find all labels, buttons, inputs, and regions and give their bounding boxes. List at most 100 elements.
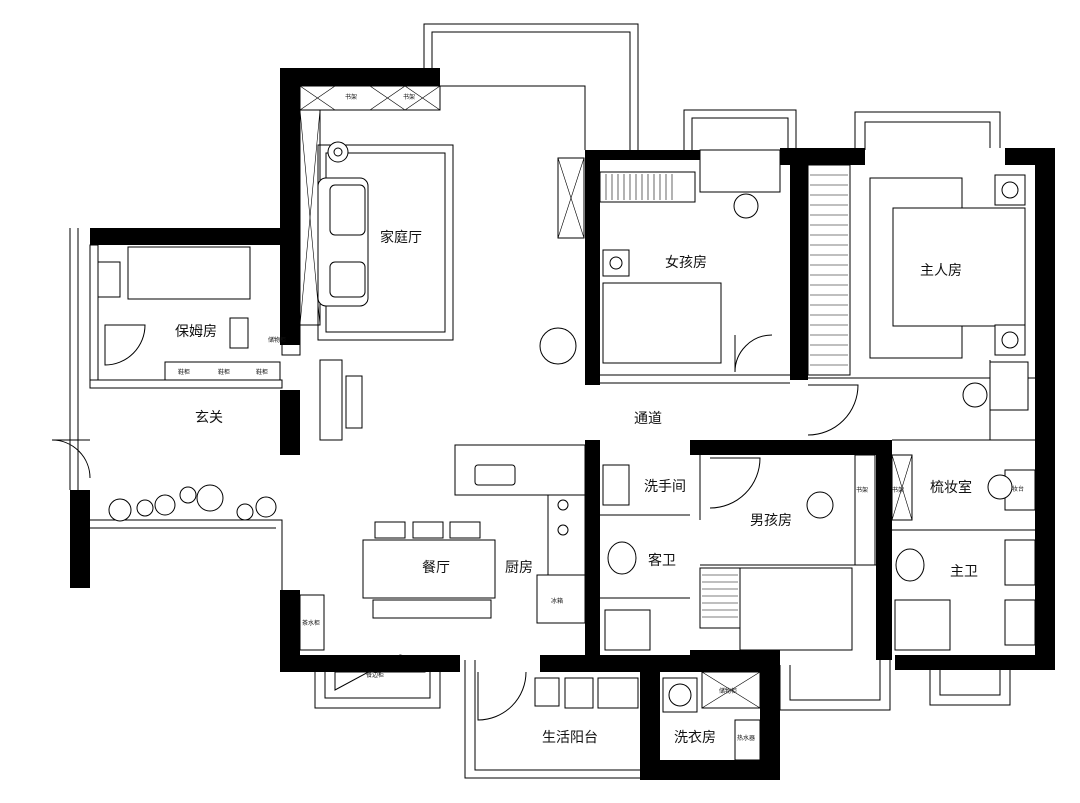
label-laundry: 洗衣房 bbox=[674, 730, 716, 746]
family-top-cabinet bbox=[299, 85, 441, 111]
wall-boys-east bbox=[876, 440, 892, 660]
cabinets: 书架 书架 鞋柜 bbox=[164, 85, 1036, 761]
fixture-label-laundry-cabinet: 储物柜 bbox=[719, 687, 737, 695]
master-shower bbox=[894, 599, 951, 651]
balcony-top-inner bbox=[431, 31, 631, 150]
label-girls-room: 女孩房 bbox=[665, 254, 707, 271]
label-master-bath: 主卫 bbox=[950, 564, 978, 580]
washroom-sink bbox=[602, 464, 630, 506]
label-corridor: 通道 bbox=[634, 411, 662, 427]
wall-family-west bbox=[280, 68, 300, 345]
wall-laundry-south bbox=[640, 760, 780, 780]
kitchen-top bbox=[455, 444, 586, 460]
label-dining: 餐厅 bbox=[422, 560, 450, 576]
label-kitchen: 厨房 bbox=[505, 560, 533, 576]
dining-chair bbox=[374, 521, 406, 539]
master-basin-2 bbox=[1004, 599, 1036, 646]
master-wardrobe-slats bbox=[810, 174, 848, 366]
balcony-door bbox=[477, 671, 527, 721]
vanity-stool bbox=[987, 474, 1013, 500]
doors bbox=[51, 324, 859, 721]
girls-bay-outer bbox=[683, 109, 797, 150]
master-toilet bbox=[895, 548, 925, 582]
wall-girls-north bbox=[585, 150, 700, 160]
label-guest-bath: 客卫 bbox=[648, 552, 676, 569]
wall-service-divider bbox=[640, 660, 660, 780]
fixture-label-fridge: 冰箱 bbox=[551, 597, 563, 605]
plant-icon bbox=[136, 499, 154, 517]
plant-icon bbox=[236, 503, 254, 521]
wall-boys-north bbox=[690, 440, 890, 455]
plant-icon bbox=[154, 494, 176, 516]
girls-desk-chair bbox=[733, 193, 759, 219]
boys-shelf-slats bbox=[702, 574, 738, 618]
nanny-door bbox=[104, 324, 146, 366]
service-balcony-outer bbox=[464, 660, 640, 779]
girls-bookshelf bbox=[599, 171, 696, 203]
fixture-label-storage: 储物柜 bbox=[268, 336, 286, 344]
label-service-balcony: 生活阳台 bbox=[542, 730, 598, 746]
master-wardrobe bbox=[807, 164, 851, 376]
master-door bbox=[807, 384, 859, 436]
entrance-console bbox=[319, 359, 343, 441]
fridge-box bbox=[536, 574, 586, 624]
outlines bbox=[69, 23, 1035, 779]
service-balcony-inner bbox=[474, 660, 640, 771]
laundry-cabinet bbox=[701, 671, 761, 709]
family-north-inner bbox=[440, 85, 586, 150]
label-nanny-room: 保姆房 bbox=[175, 324, 217, 340]
laundry-tub bbox=[564, 677, 594, 709]
label-entrance: 玄关 bbox=[195, 409, 223, 426]
tea-cabinet bbox=[299, 594, 325, 651]
stove-burner-icon bbox=[557, 499, 569, 511]
fixture-label-shoe-3: 鞋柜 bbox=[256, 368, 268, 376]
wall-nanny-north bbox=[90, 228, 282, 245]
boys-desk-chair bbox=[806, 491, 834, 519]
label-washroom: 洗手间 bbox=[644, 479, 686, 495]
plant-icon bbox=[179, 486, 197, 504]
nanny-side bbox=[97, 261, 121, 298]
entrance-bench bbox=[345, 375, 363, 429]
boys-bed bbox=[739, 567, 853, 651]
sofa-cushion-1 bbox=[329, 184, 366, 236]
girls-desk bbox=[699, 149, 781, 193]
master-desk-chair bbox=[962, 382, 988, 408]
plant-icon bbox=[108, 498, 132, 522]
stove-burner-icon bbox=[557, 524, 569, 536]
furniture: 冰箱 bbox=[97, 141, 1036, 713]
girls-bed bbox=[602, 282, 722, 364]
master-basin-1 bbox=[1004, 539, 1036, 586]
master-bath-bay-outer bbox=[929, 670, 1011, 706]
plant-icon bbox=[255, 496, 277, 518]
girls-outer-cabinet bbox=[557, 157, 585, 239]
fixture-label-shoe-2: 鞋柜 bbox=[218, 368, 230, 376]
guest-shower bbox=[604, 609, 651, 651]
plant-icon bbox=[196, 484, 224, 512]
fixture-label-wardrobe-1: 书架 bbox=[345, 93, 357, 101]
wall-bath-west bbox=[585, 440, 600, 665]
mop-sink bbox=[534, 677, 560, 707]
nanny-chair bbox=[229, 317, 249, 349]
girls-door bbox=[734, 334, 773, 373]
kitchen-sink-counter bbox=[454, 444, 586, 496]
walls bbox=[70, 68, 1055, 780]
sofa-cushion-2 bbox=[329, 261, 366, 298]
wall-dining-south bbox=[280, 655, 460, 672]
entrance-plants bbox=[108, 484, 277, 522]
wall-dining-west bbox=[280, 590, 300, 670]
nanny-west-wall bbox=[89, 244, 99, 381]
wall-entrance-west bbox=[70, 490, 90, 588]
label-master-bedroom: 主人房 bbox=[920, 263, 962, 279]
sideboard bbox=[334, 654, 426, 691]
dining-chair bbox=[449, 521, 481, 539]
wall-master-east bbox=[1005, 148, 1055, 670]
girls-bay-inner bbox=[691, 117, 789, 150]
water-heater bbox=[734, 719, 761, 761]
label-family-room: 家庭厅 bbox=[380, 229, 422, 246]
nanny-south-wall bbox=[89, 379, 283, 389]
wall-entrance-east bbox=[280, 390, 300, 455]
utility-sink bbox=[597, 677, 639, 709]
dining-bay-inner bbox=[324, 672, 431, 699]
storage-cabinet bbox=[281, 324, 301, 356]
